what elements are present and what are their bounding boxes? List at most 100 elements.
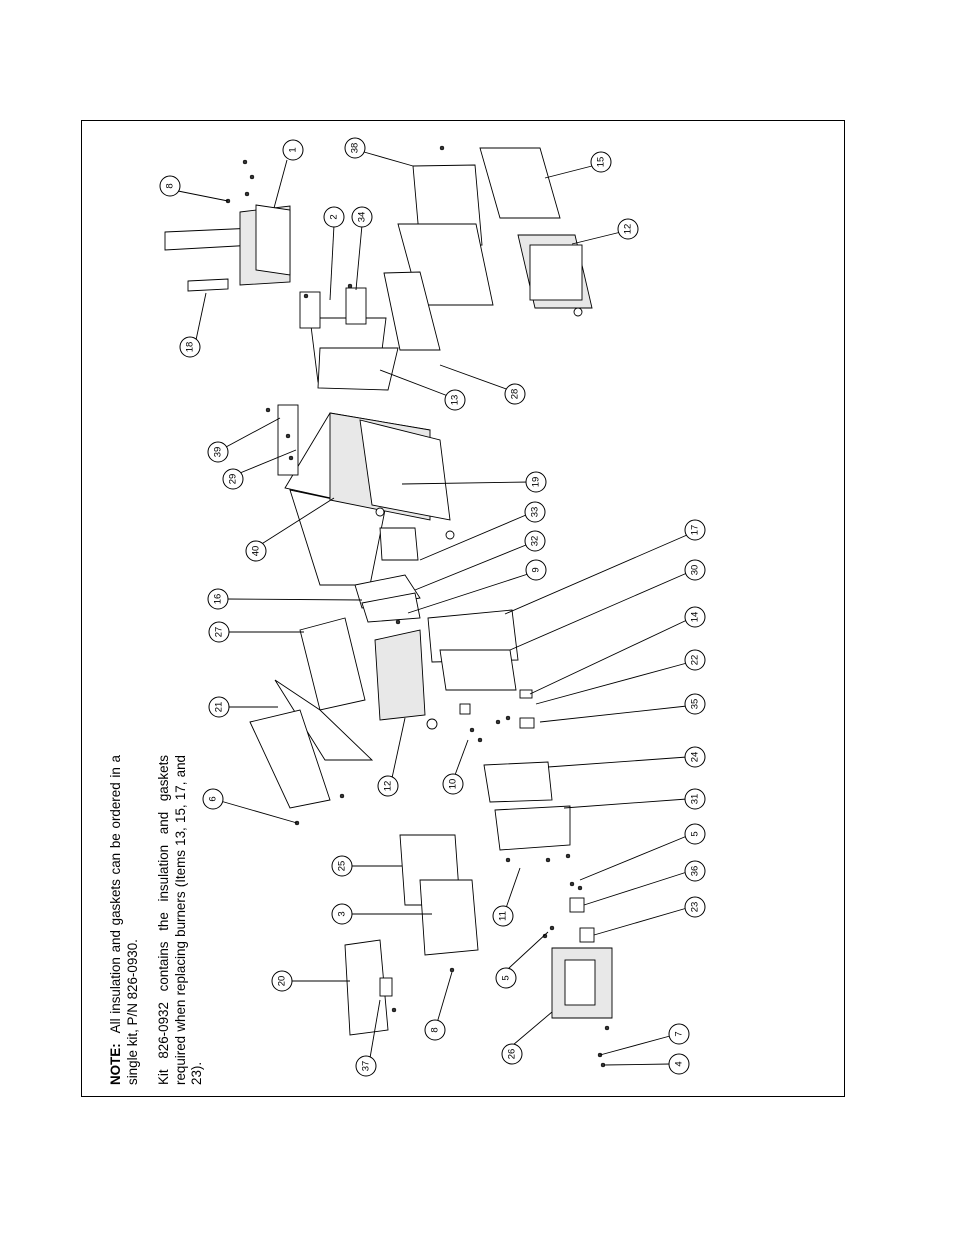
- callout-4: 4: [668, 1053, 690, 1075]
- callout-circle: [202, 788, 224, 810]
- callout-label: 17: [690, 525, 701, 536]
- callout-5b: 5: [495, 967, 517, 989]
- callout-15: 15: [590, 151, 612, 173]
- callout-circle: [208, 621, 230, 643]
- callout-label: 10: [448, 779, 459, 790]
- callout-label: 5: [690, 831, 701, 836]
- callout-33: 33: [524, 501, 546, 523]
- callout-circle: [207, 588, 229, 610]
- callout-label: 25: [337, 861, 348, 872]
- callout-label: 40: [251, 546, 262, 557]
- callout-37: 37: [355, 1055, 377, 1077]
- callout-circle: [590, 151, 612, 173]
- callout-label: 5: [501, 975, 512, 980]
- callout-11: 11: [492, 905, 514, 927]
- callout-circle: [524, 530, 546, 552]
- callout-label: 38: [350, 143, 361, 154]
- callout-18: 18: [179, 336, 201, 358]
- callout-circle: [282, 139, 304, 161]
- callout-22: 22: [684, 649, 706, 671]
- part-burner-box-assembly: [277, 404, 455, 586]
- callout-label: 29: [228, 474, 239, 485]
- callout-circle: [524, 501, 546, 523]
- callout-circle: [684, 746, 706, 768]
- callout-circle: [331, 855, 353, 877]
- callout-30: 30: [684, 559, 706, 581]
- callout-circle: [684, 896, 706, 918]
- callout-label: 36: [690, 866, 701, 877]
- part-control-plates: [427, 609, 571, 851]
- notes-block: NOTE:All insulation and gaskets can be o…: [108, 755, 221, 1085]
- callout-10: 10: [442, 773, 464, 795]
- callout-40: 40: [245, 540, 267, 562]
- callout-label: 23: [690, 902, 701, 913]
- callout-circle: [684, 823, 706, 845]
- callout-label: 8: [430, 1027, 441, 1032]
- callout-2: 2: [323, 206, 345, 228]
- callout-9: 9: [525, 559, 547, 581]
- callout-7: 7: [668, 1023, 690, 1045]
- callout-circle: [684, 519, 706, 541]
- callout-label: 39: [213, 447, 224, 458]
- callout-label: 9: [531, 567, 542, 572]
- callout-35: 35: [684, 693, 706, 715]
- callout-label: 28: [510, 389, 521, 400]
- callout-label: 2: [329, 214, 340, 219]
- callout-25: 25: [331, 855, 353, 877]
- callout-circle: [525, 559, 547, 581]
- callout-circle: [684, 693, 706, 715]
- callout-circle: [207, 441, 229, 463]
- part-flue-and-duct: [249, 617, 438, 809]
- callout-29: 29: [222, 468, 244, 490]
- callout-28: 28: [504, 383, 526, 405]
- callout-circle: [444, 389, 466, 411]
- callout-circle: [208, 696, 230, 718]
- callout-label: 34: [357, 212, 368, 223]
- callout-circle: [684, 860, 706, 882]
- callout-label: 33: [530, 507, 541, 518]
- callout-circle: [504, 383, 526, 405]
- callout-label: 8: [165, 183, 176, 188]
- callout-label: 19: [531, 477, 542, 488]
- callout-13: 13: [444, 389, 466, 411]
- callout-12a: 12: [617, 218, 639, 240]
- callout-circle: [424, 1019, 446, 1041]
- callout-32: 32: [524, 530, 546, 552]
- callout-circle: [245, 540, 267, 562]
- callout-circle: [179, 336, 201, 358]
- part-burner-manifold-top: [164, 204, 291, 292]
- callout-6: 6: [202, 788, 224, 810]
- note-label: NOTE:: [108, 1043, 123, 1085]
- callout-circle: [501, 1043, 523, 1065]
- callout-label: 21: [214, 702, 225, 713]
- callout-label: 16: [213, 594, 224, 605]
- callout-8a: 8: [159, 175, 181, 197]
- callout-17: 17: [684, 519, 706, 541]
- callout-label: 13: [450, 395, 461, 406]
- callout-23: 23: [684, 896, 706, 918]
- callout-circle: [684, 559, 706, 581]
- callout-27: 27: [208, 621, 230, 643]
- callout-circle: [159, 175, 181, 197]
- callout-label: 14: [690, 612, 701, 623]
- callout-31: 31: [684, 788, 706, 810]
- callout-circle: [323, 206, 345, 228]
- callout-label: 32: [530, 536, 541, 547]
- callout-circle: [668, 1023, 690, 1045]
- note-paragraph: NOTE:All insulation and gaskets can be o…: [108, 755, 141, 1085]
- callout-circle: [668, 1053, 690, 1075]
- leader-lines: [177, 151, 688, 1066]
- callout-circle: [351, 206, 373, 228]
- callout-16: 16: [207, 588, 229, 610]
- callout-label: 18: [185, 342, 196, 353]
- callout-19: 19: [525, 471, 547, 493]
- callout-circle: [684, 606, 706, 628]
- callout-circle: [331, 903, 353, 925]
- callout-label: 7: [674, 1031, 685, 1036]
- part-burner-shield: [299, 287, 399, 391]
- callout-26: 26: [501, 1043, 523, 1065]
- callout-circle: [495, 967, 517, 989]
- callout-label: 31: [690, 794, 701, 805]
